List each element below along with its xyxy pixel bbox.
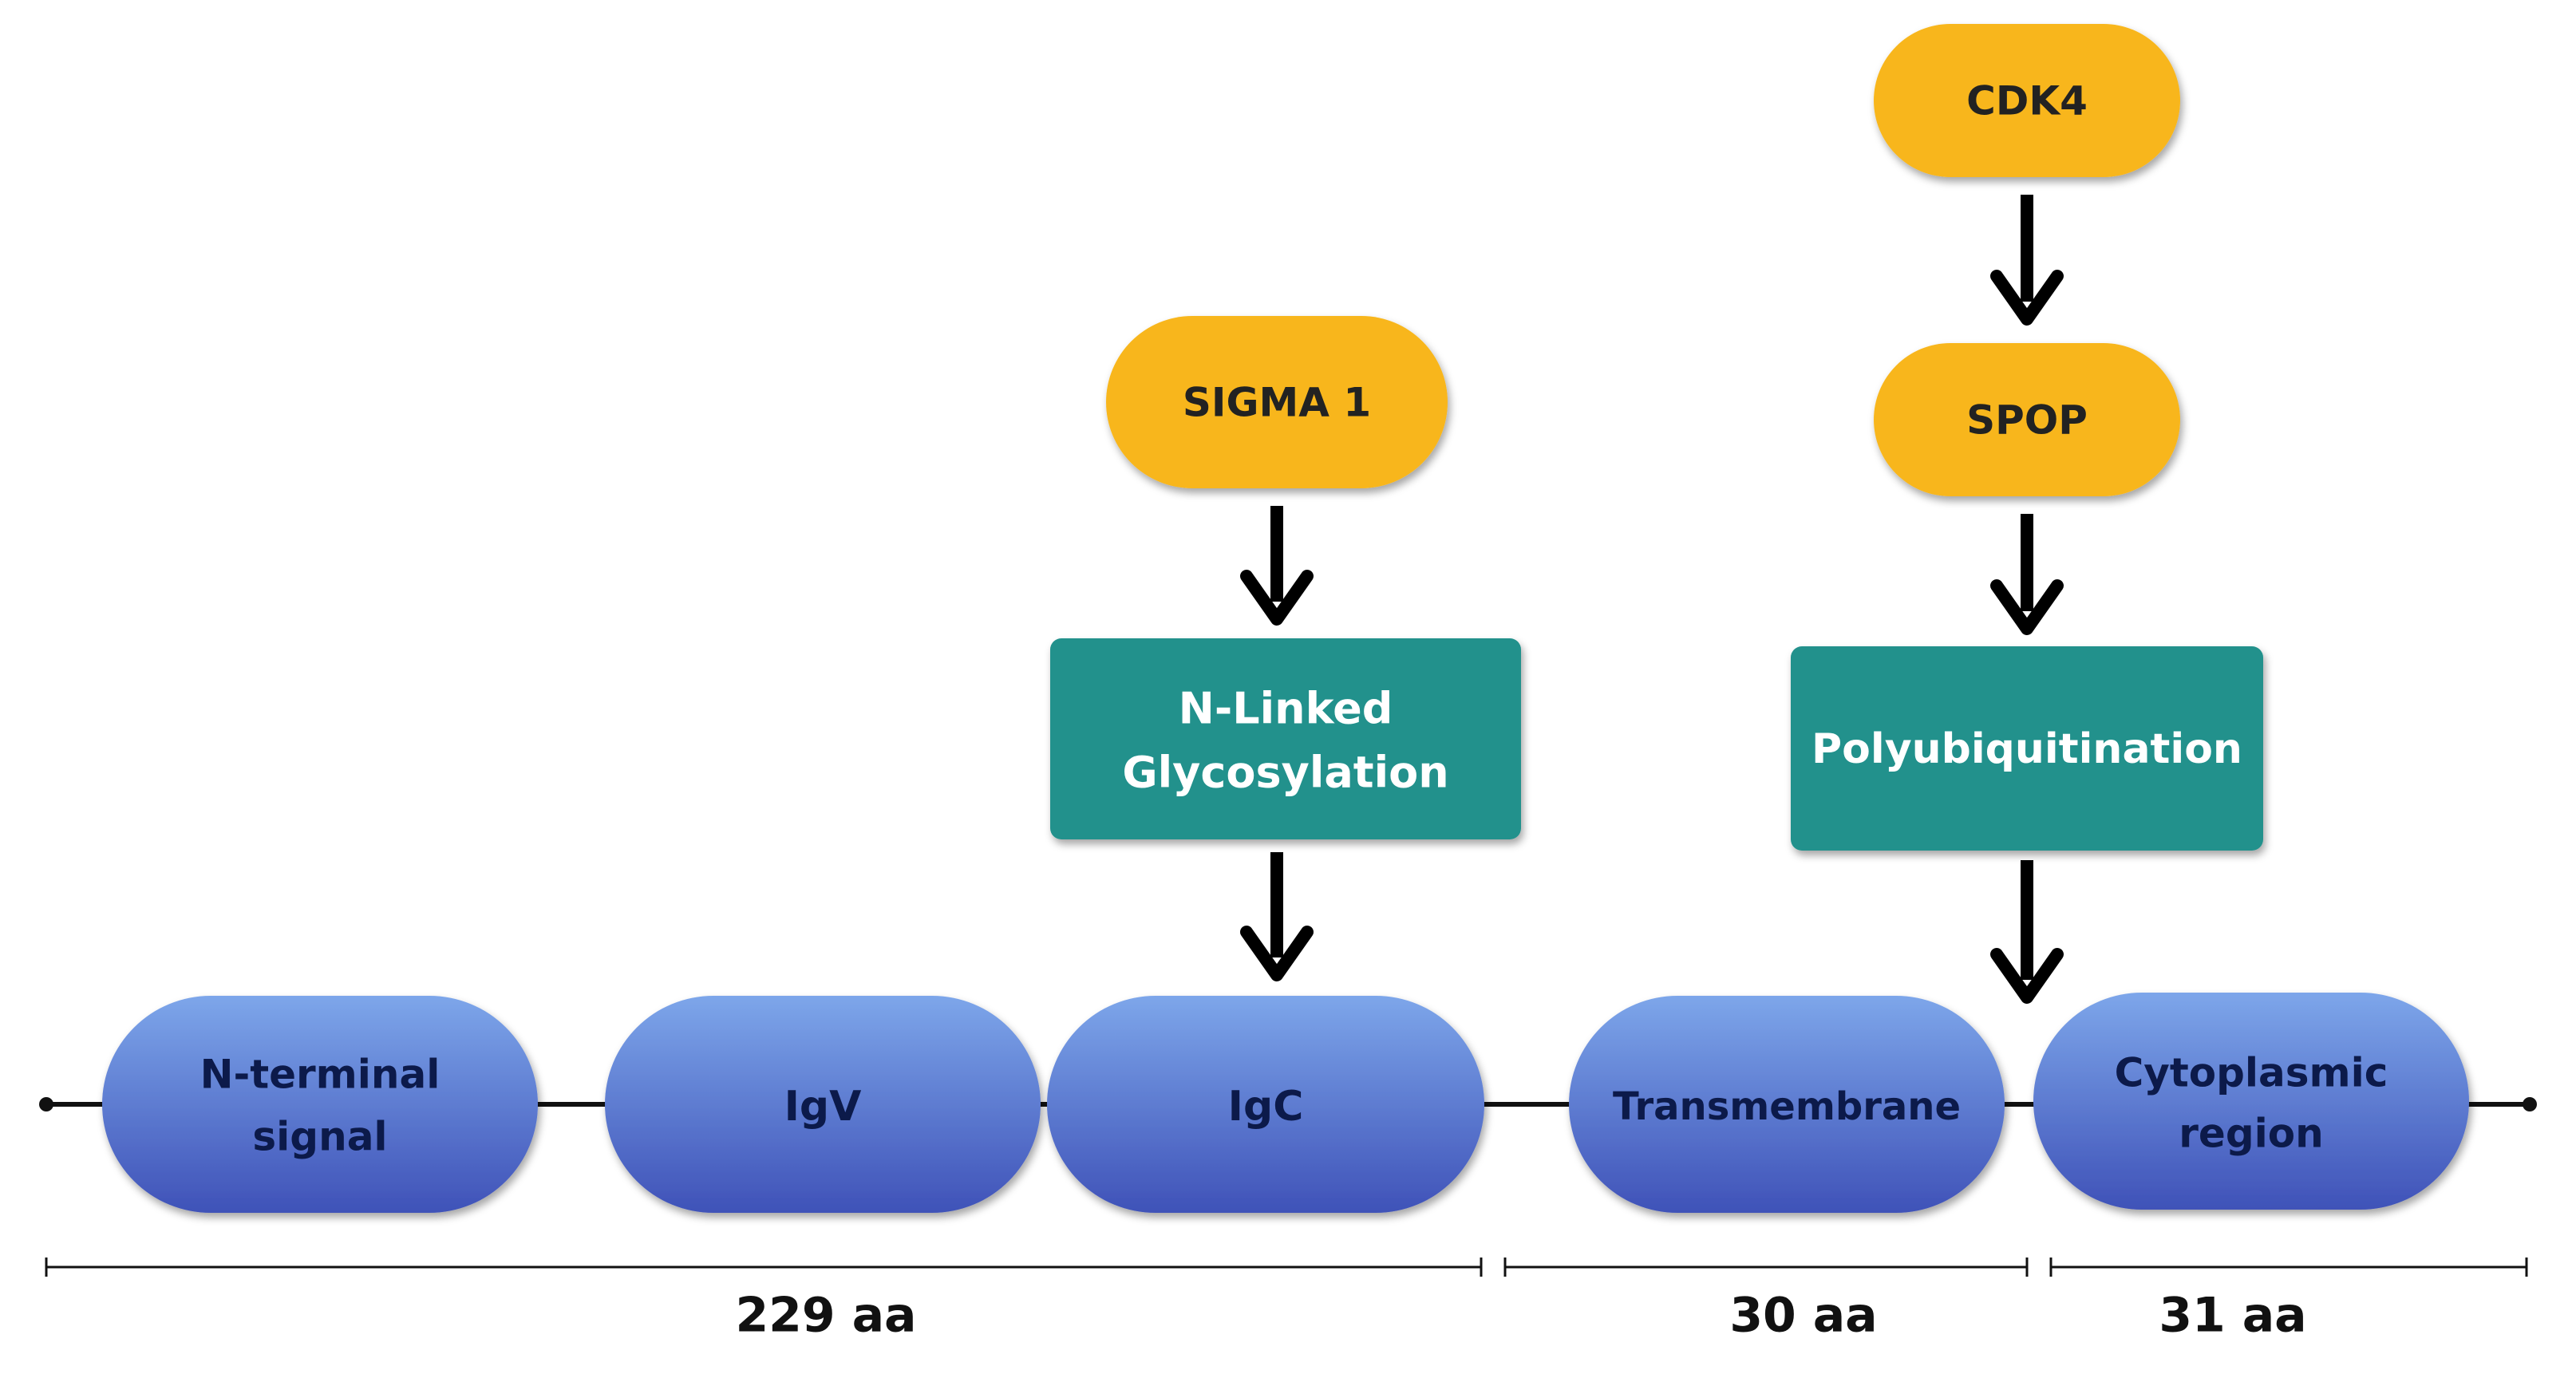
modification-glycosylation-label-line1: N-Linked [1179,684,1393,734]
domain-transmembrane: Transmembrane [1569,996,2005,1213]
length-bracket-transmembrane: 30 aa [1503,1258,2029,1344]
domain-cytoplasmic-region: Cytoplasmic region [2033,993,2469,1210]
domain-cytoplasmic-label-line2: region [2179,1111,2323,1157]
length-label-cytoplasmic: 31 aa [2159,1288,2306,1344]
domain-n-terminal-signal: N-terminal signal [102,996,538,1213]
regulator-spop: SPOP [1874,343,2180,496]
regulator-cdk4-label: CDK4 [1966,78,2088,124]
length-label-extracellular: 229 aa [735,1288,916,1344]
arrow-polyubiquitination-to-backbone [1990,860,2064,1004]
domain-n-terminal-label-line1: N-terminal [200,1052,441,1098]
domain-igc-label: IgC [1228,1083,1304,1131]
regulator-cdk4: CDK4 [1874,24,2180,177]
domain-igv-label: IgV [784,1083,862,1131]
modification-n-linked-glycosylation: N-Linked Glycosylation [1050,638,1521,839]
modification-polyubiquitination-label: Polyubiquitination [1811,725,2242,773]
modification-glycosylation-label-line2: Glycosylation [1122,748,1448,798]
domain-n-terminal-label-line2: signal [252,1114,387,1160]
domain-transmembrane-label: Transmembrane [1613,1084,1961,1129]
domain-igv: IgV [605,996,1041,1213]
regulator-sigma1-label: SIGMA 1 [1183,380,1371,426]
regulator-sigma1: SIGMA 1 [1106,316,1448,488]
arrow-glycosylation-to-igc [1240,852,1314,981]
modification-polyubiquitination: Polyubiquitination [1791,646,2263,851]
length-bracket-cytoplasmic: 31 aa [2049,1258,2528,1344]
arrow-cdk4-to-spop [1990,195,2064,326]
length-bracket-extracellular: 229 aa [45,1258,1483,1344]
regulator-spop-label: SPOP [1966,397,2088,444]
arrow-spop-to-polyubiquitination [1990,514,2064,635]
domain-igc: IgC [1047,996,1484,1213]
domain-cytoplasmic-label-line1: Cytoplasmic [2115,1050,2388,1096]
arrow-sigma1-to-glycosylation [1240,506,1314,626]
length-label-transmembrane: 30 aa [1729,1288,1877,1344]
